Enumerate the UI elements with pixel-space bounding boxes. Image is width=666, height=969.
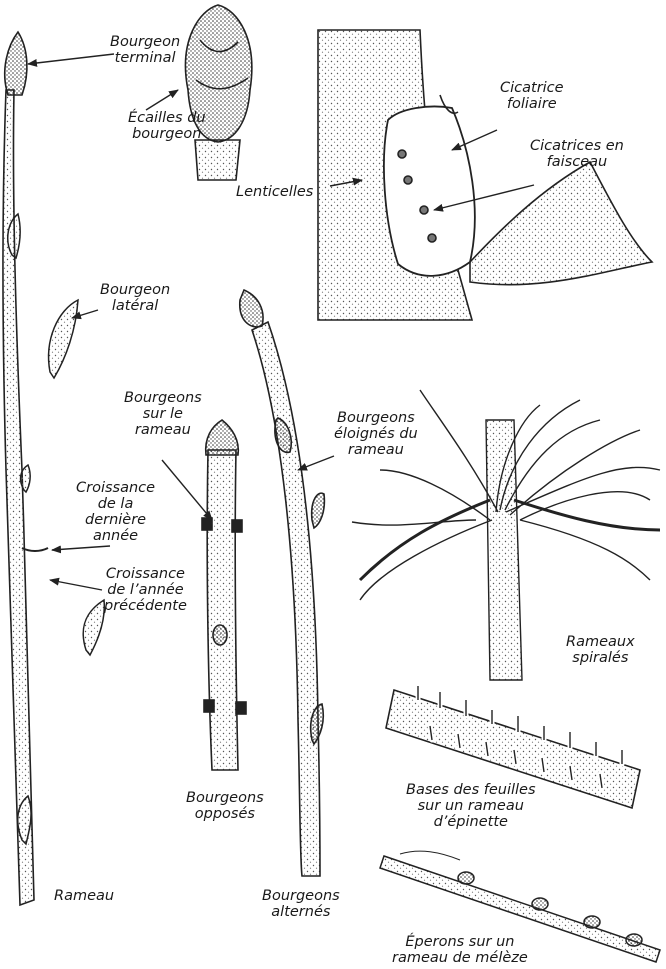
label-eperons-rameau-meleze: Éperons sur unrameau de mélèze: [392, 934, 528, 966]
main-twig: [3, 90, 34, 905]
label-bourgeons-opposes: Bourgeonsopposés: [186, 790, 264, 822]
label-bourgeons-eloignes: Bourgeonséloignés durameau: [334, 410, 418, 458]
label-rameaux-spirales: Rameauxspiralés: [566, 634, 635, 666]
label-bourgeons-sur-le-rameau: Bourgeonssur lerameau: [124, 390, 202, 438]
label-lenticelles: Lenticelles: [236, 184, 313, 200]
label-cicatrices-en-faisceau: Cicatrices enfaisceau: [530, 138, 624, 170]
alternate-bud-twig: [240, 290, 325, 876]
label-bourgeon-lateral: Bourgeonlatéral: [100, 282, 170, 314]
label-croissance-annee-precedente: Croissancede l’annéeprécédente: [104, 566, 187, 614]
growth-ring: [22, 548, 48, 551]
label-bourgeon-terminal: Bourgeonterminal: [110, 34, 180, 66]
label-bourgeons-alternes: Bourgeonsalternés: [262, 888, 340, 920]
label-croissance-derniere-annee: Croissancede ladernièreannée: [76, 480, 155, 544]
label-rameau: Rameau: [54, 888, 114, 904]
terminal-bud: [5, 32, 27, 95]
bud-scale-detail: [185, 5, 251, 180]
label-ecailles-du-bourgeon: Écailles dubourgeon: [128, 110, 206, 142]
opposite-bud-twig: [202, 420, 246, 770]
stem-leaf-scar-detail: [318, 30, 652, 320]
label-bases-des-feuilles: Bases des feuillessur un rameaud’épinett…: [406, 782, 536, 830]
label-cicatrice-foliaire: Cicatricefoliaire: [500, 80, 564, 112]
